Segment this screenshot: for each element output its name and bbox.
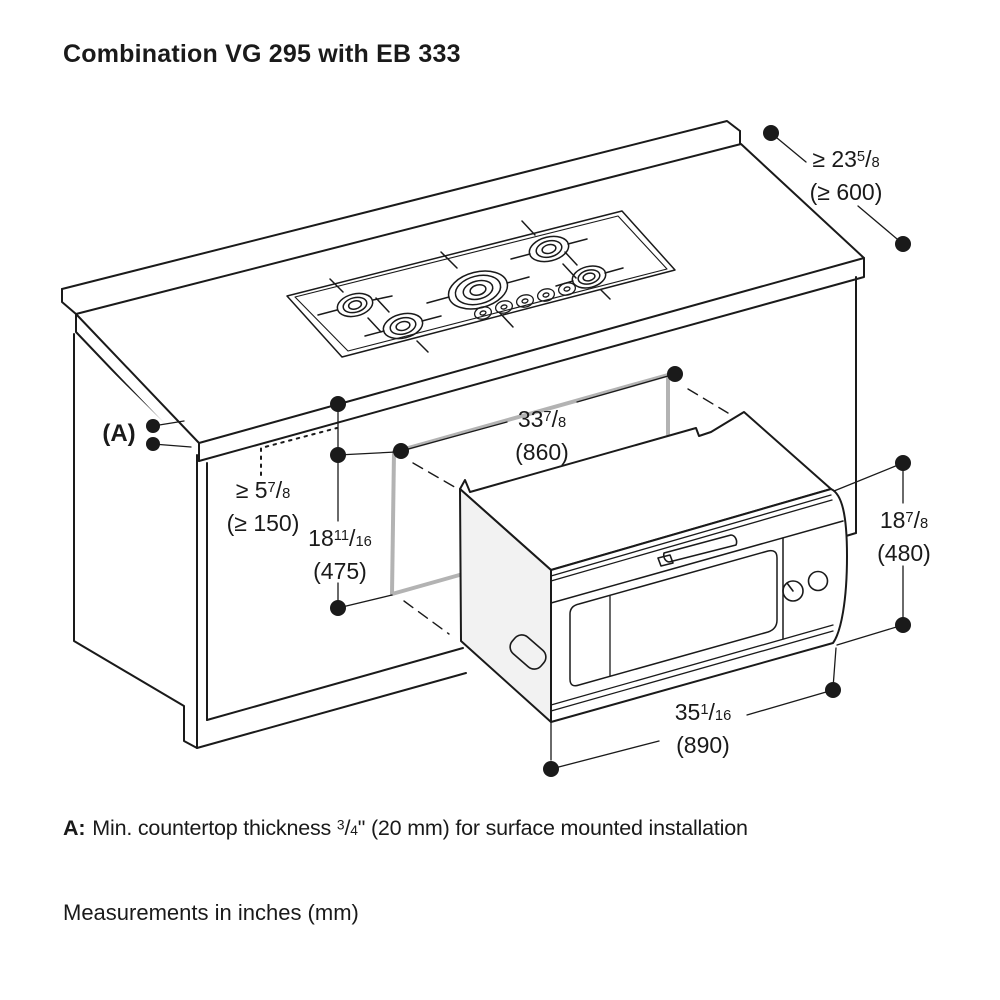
footnote-frac-den: 4 [350,823,358,838]
burner-center [426,251,530,328]
footnote-text-after: " (20 mm) for surface mounted installati… [357,816,748,840]
dim-front-clearance: ≥ 57/8 (≥ 150) [227,474,300,538]
dim-frac-den: 8 [871,154,880,171]
oven-door [550,488,848,723]
dim-front-clearance-inches: ≥ 57/8 [227,474,300,509]
dim-frac-num: 7 [543,409,552,425]
dim-niche-width-inches: 337/8 [515,403,569,438]
dim-value: ≥ 5 [235,476,268,503]
dim-niche-height: 1811/16 (475) [308,522,372,586]
dim-niche-height-mm: (475) [313,557,367,584]
footnote-frac-num: 3 [336,817,345,833]
dim-frac-den: 8 [919,515,929,532]
dim-niche-height-inches: 1811/16 [308,522,372,557]
footnote-marker: A: [63,816,86,840]
dimension-dots [146,125,911,777]
dim-niche-width-mm: (860) [515,438,569,465]
burner-right-rear [510,220,588,279]
units-note: Measurements in inches (mm) [63,900,359,925]
dim-frac-den: 8 [557,414,567,431]
dim-frac-num: 11 [333,528,350,544]
base-cabinet [73,276,857,749]
dim-frac-den: 16 [714,707,732,724]
dim-frac-num: 7 [905,510,914,526]
dim-appliance-height-inches: 187/8 [877,504,931,539]
dim-frac-slash: / [275,476,283,503]
footnote-text-before: Min. countertop thickness [92,816,337,840]
dim-countertop-depth: ≥ 235/8 (≥ 600) [810,143,883,207]
dim-frac-slash: / [865,145,872,172]
burner-left-rear [317,278,393,333]
dim-appliance-width-inches: 351/16 [675,696,732,731]
footnote: A:Min. countertop thickness 3/4" (20 mm)… [63,816,748,841]
dim-appliance-height-mm: (480) [877,539,931,566]
dim-frac-den: 8 [282,485,291,502]
dim-countertop-depth-inches: ≥ 235/8 [810,143,883,178]
dim-value: 33 [517,405,544,432]
dim-frac-num: 1 [700,702,709,718]
cooktop-rim [286,210,676,358]
dimension-annotations [146,125,911,777]
oven-handle [662,534,738,563]
burner-left-front [364,297,442,353]
cooktop-knobs [473,282,577,320]
dim-appliance-width: 351/16 (890) [675,696,732,760]
oven [459,411,848,723]
dim-frac-slash: / [349,524,356,551]
footnote-frac-slash: / [344,816,351,840]
dim-niche-width: 337/8 (860) [515,403,569,467]
oven-side-handle-cutout [509,634,547,670]
projection-dashes [403,388,729,635]
dim-frac-num: 5 [856,149,866,165]
oven-knob-left [782,580,804,602]
dim-value: 18 [308,524,334,551]
page-title: Combination VG 295 with EB 333 [63,40,461,68]
dim-value: ≥ 23 [812,145,857,172]
dim-frac-den: 16 [355,533,372,550]
dim-frac-slash: / [551,405,558,432]
oven-door-window [569,549,778,687]
cooktop [286,210,676,358]
dim-value: 35 [674,698,701,725]
dim-front-clearance-mm: (≥ 150) [226,509,300,536]
oven-handle-foot [657,554,674,567]
dim-appliance-height: 187/8 (480) [877,504,931,568]
dim-countertop-depth-mm: (≥ 600) [809,178,883,205]
dim-frac-slash: / [913,506,920,533]
marker-a-label: (A) [102,420,136,447]
dim-value: 18 [879,506,906,533]
niche-outline [390,373,670,596]
dim-appliance-width-mm: (890) [676,731,730,758]
dim-frac-slash: / [708,698,715,725]
oven-knob-right [807,570,829,592]
dim-frac-num: 7 [267,480,276,496]
